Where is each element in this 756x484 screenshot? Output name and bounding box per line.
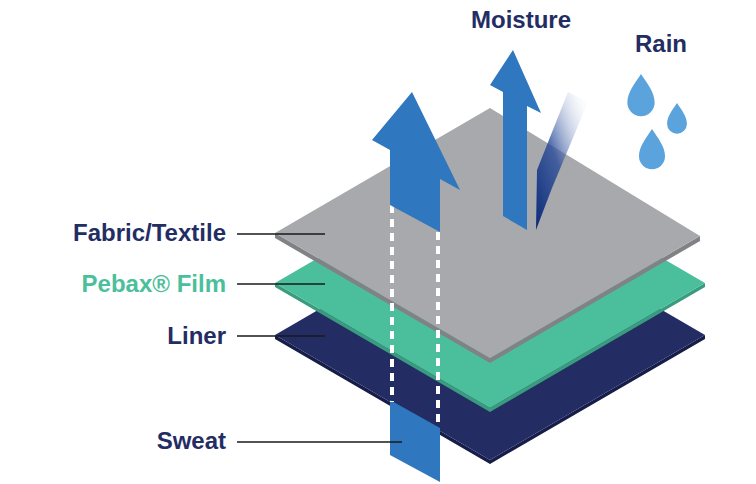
rain-streak (536, 92, 588, 230)
dashed-path (436, 232, 440, 428)
sweat-strip (390, 400, 440, 482)
moisture-arrow (490, 50, 541, 230)
sweat-label: Sweat (157, 428, 226, 454)
vapour-arrow (372, 92, 460, 232)
moisture-label: Moisture (471, 7, 571, 33)
leader-line (237, 441, 402, 443)
rain-drop (667, 103, 687, 134)
leader-line (237, 233, 325, 235)
dashed-path (390, 205, 394, 402)
rain-drop (627, 74, 654, 116)
layer-label: Fabric/Textile (73, 220, 226, 246)
leader-line (237, 283, 325, 285)
rain-drop (639, 129, 665, 169)
layer-label: Pebax® Film (82, 271, 226, 297)
rain-label: Rain (635, 31, 687, 57)
fabric-layer (275, 108, 700, 358)
leader-line (237, 335, 325, 337)
layer-label: Liner (167, 323, 226, 349)
